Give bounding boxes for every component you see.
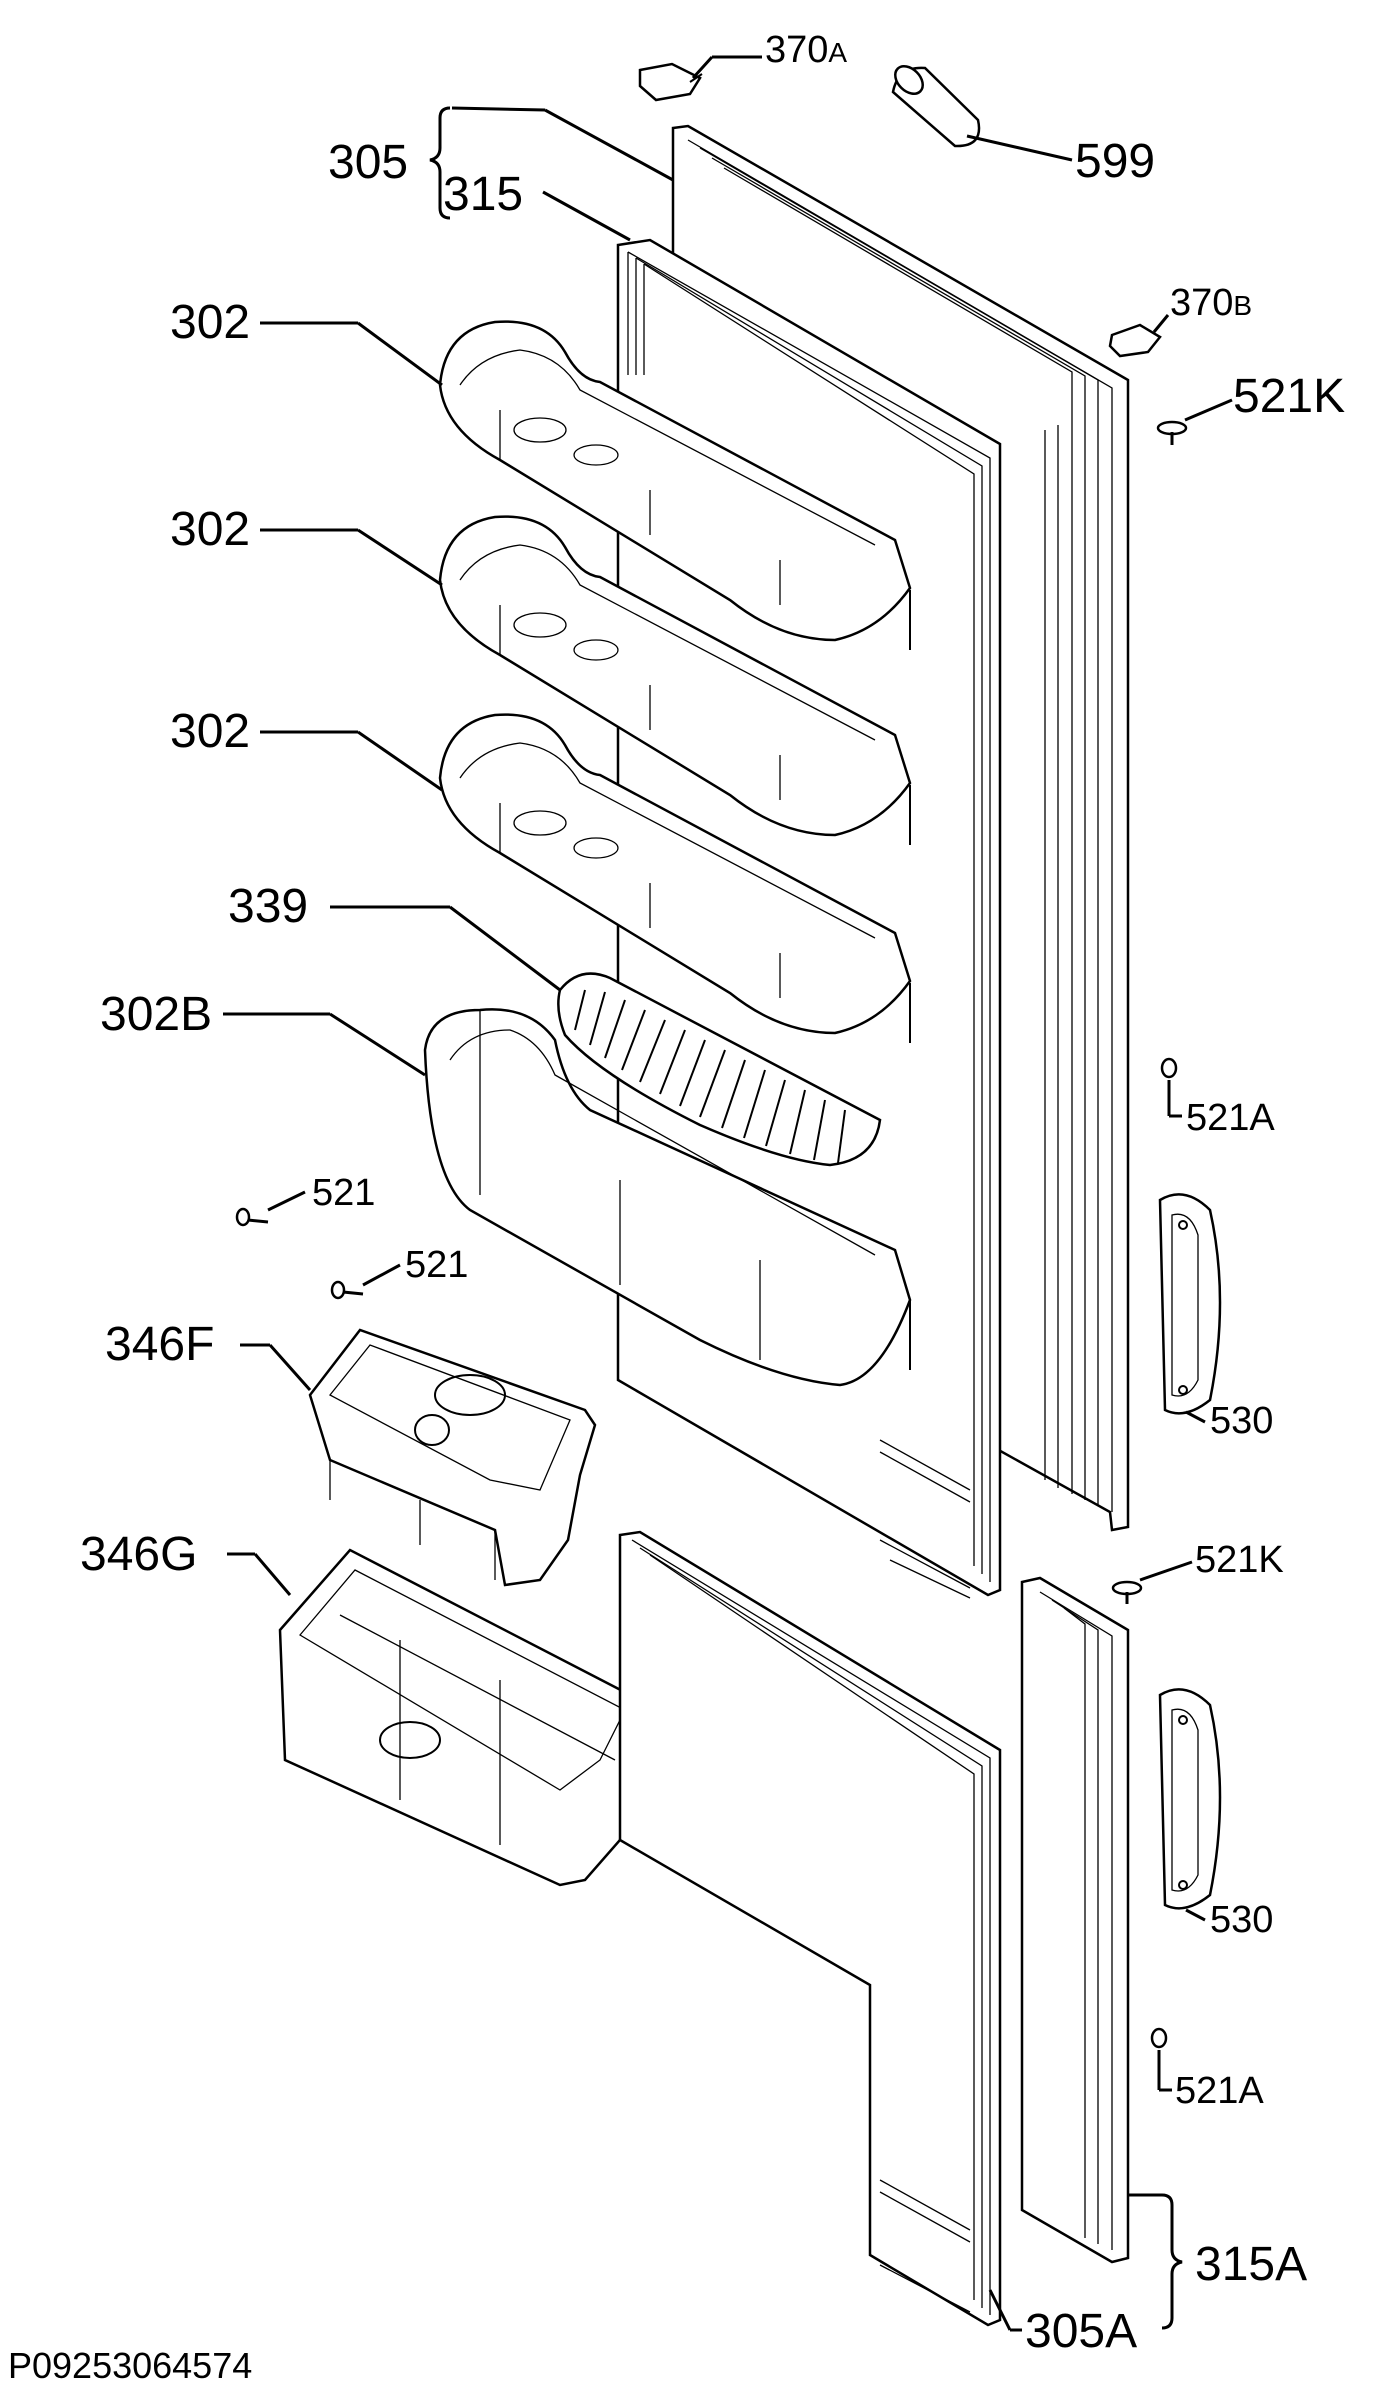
label-346f: 346F (105, 1318, 214, 1371)
label-521a-bottom: 521A (1175, 2070, 1264, 2112)
door-handle-530-top (1158, 1193, 1222, 1415)
door-shelf-302-3 (438, 713, 912, 1043)
label-521k-bottom: 521K (1195, 1539, 1284, 1581)
label-302-1: 302 (170, 296, 250, 349)
door-handle-530-bottom (1158, 1688, 1222, 1910)
dairy-box-346f (308, 1328, 597, 1587)
label-302b: 302B (100, 988, 212, 1041)
screw-521-1 (235, 1207, 269, 1227)
label-302-3: 302 (170, 705, 250, 758)
screw-521k-top (1156, 420, 1188, 445)
label-339: 339 (228, 880, 308, 933)
label-521-1: 521 (312, 1172, 375, 1214)
label-521k-top: 521K (1233, 370, 1345, 423)
hinge-cover-370b (1108, 323, 1162, 358)
label-521-2: 521 (405, 1244, 468, 1286)
label-521a-top: 521A (1186, 1097, 1275, 1139)
label-530-bottom: 530 (1210, 1899, 1273, 1941)
screw-521-2 (330, 1280, 364, 1300)
label-530-top: 530 (1210, 1400, 1273, 1442)
hinge-pin-599 (891, 65, 981, 148)
door-shelf-302-1 (438, 320, 912, 650)
label-302-2: 302 (170, 503, 250, 556)
plug-521a-top (1160, 1057, 1178, 1079)
label-346g: 346G (80, 1528, 197, 1581)
label-599: 599 (1075, 135, 1155, 188)
label-315a: 315A (1195, 2238, 1307, 2291)
lower-door-gasket (618, 1530, 1002, 2327)
label-315: 315 (443, 168, 523, 221)
label-370b: 370B (1170, 282, 1252, 324)
storage-box-346g (278, 1548, 657, 1887)
part-labels: 305 315 370A 599 370B 521K 302 302 302 3… (80, 29, 1345, 2358)
screw-521k-bottom (1111, 1580, 1143, 1604)
egg-tray-339 (557, 972, 882, 1167)
document-id: P09253064574 (8, 2345, 253, 2386)
label-370a: 370A (765, 29, 847, 71)
door-shelf-302-2 (438, 515, 912, 845)
hinge-cover-370a (638, 62, 703, 102)
lower-door-outer-panel (1020, 1576, 1130, 2264)
label-305: 305 (328, 136, 408, 189)
plug-521a-bottom (1150, 2027, 1168, 2049)
leader-lines (223, 55, 1233, 2332)
door-shelf-302b (423, 1008, 912, 1387)
label-305a: 305A (1025, 2305, 1137, 2358)
